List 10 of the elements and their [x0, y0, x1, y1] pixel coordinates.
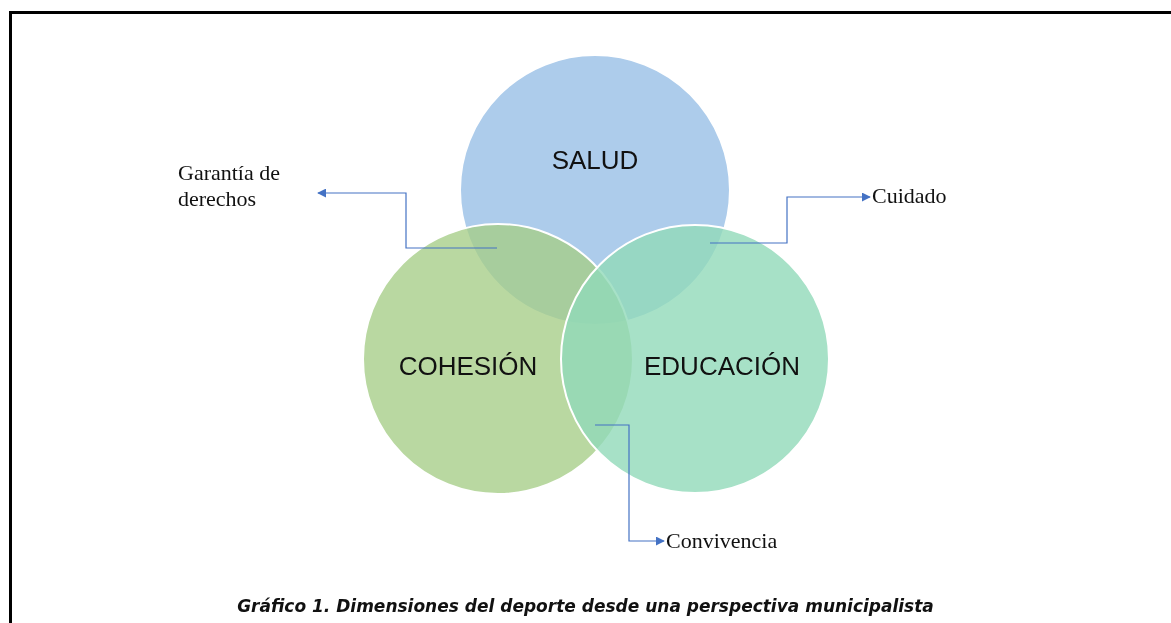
leader-arrow — [317, 188, 498, 249]
callout-label: Garantía de derechos — [178, 160, 316, 213]
circle-label: SALUD — [551, 144, 639, 176]
callout-label: Convivencia — [666, 528, 816, 555]
figure-caption: Gráfico 1. Dimensiones del deporte desde una perspectiva municipalista — [236, 596, 935, 616]
leader-arrow — [709, 192, 871, 244]
circle-label: COHESIÓN — [398, 350, 538, 382]
leader-arrow — [594, 424, 665, 546]
circle-label: EDUCACIÓN — [644, 350, 800, 382]
callout-label: Cuidado — [872, 183, 972, 210]
